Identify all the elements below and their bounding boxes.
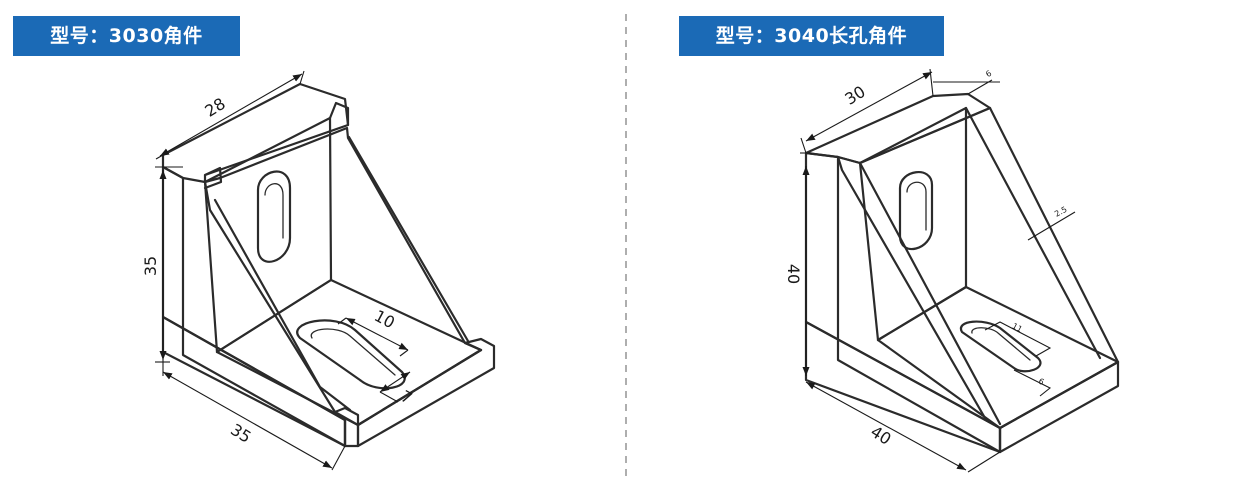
bracket-3040-drawing: 30 6 40 40 2.5 11 6 — [784, 68, 1120, 473]
title-badge-left: 型号：3030角件 — [13, 16, 240, 56]
vertical-slot — [898, 171, 934, 251]
right-lip-face — [998, 360, 1120, 454]
lower-lip-face — [333, 406, 360, 448]
vertical-slot — [256, 170, 292, 263]
vertical-slot-inner — [264, 183, 284, 239]
ext-line — [155, 154, 164, 160]
right-lip-face — [356, 337, 496, 448]
ext-line — [379, 391, 399, 403]
floor-slot-inner — [310, 328, 396, 376]
triangular-rib — [203, 126, 483, 427]
dim-label-bottom-length: 40 — [867, 422, 894, 449]
bracket-3030-drawing: 28 35 35 10 7 — [141, 70, 496, 471]
dim-label-slot-width: 6 — [1037, 377, 1046, 387]
dim-line-top-width — [159, 73, 303, 157]
top-plate-face — [161, 82, 350, 184]
back-vertical-face — [858, 106, 968, 342]
title-badge-right: 型号：3040长孔角件 — [679, 16, 944, 56]
dim-label-top-width: 30 — [841, 82, 868, 109]
ext-line — [337, 317, 347, 325]
ext-line — [299, 70, 305, 85]
rib-outer-edge — [964, 106, 1102, 360]
floor-slot — [959, 320, 1042, 373]
top-lip-notch — [203, 166, 223, 190]
ext-line — [331, 445, 346, 471]
dim-label-top-width: 28 — [201, 94, 228, 121]
ext-line — [967, 79, 993, 95]
dim-label-top-offset: 6 — [984, 69, 993, 79]
dim-line-slot-length — [984, 321, 1052, 357]
bottom-front-face — [804, 320, 1002, 454]
dim-line-slot-width — [1013, 369, 1052, 397]
rib-inner-edge — [858, 161, 1002, 426]
rib-outer-edge — [347, 135, 470, 343]
ext-line — [399, 349, 409, 357]
dim-line-slot-width — [379, 371, 411, 393]
ext-line — [967, 451, 1001, 473]
dim-line-top-width — [805, 71, 933, 142]
triangular-rib — [836, 106, 1120, 430]
dim-label-bottom-length: 35 — [227, 420, 254, 447]
top-plate-face — [804, 92, 992, 165]
ext-line — [929, 68, 934, 97]
ext-line — [800, 137, 807, 154]
top-right-notch — [328, 101, 350, 127]
dim-line-bottom-length — [162, 371, 333, 469]
dim-label-height: 40 — [784, 264, 803, 284]
dim-label-height: 35 — [141, 256, 160, 276]
floor-slot-inner — [971, 327, 1031, 361]
dim-line-slot-length — [345, 317, 409, 351]
dim-label-slot-length: 11 — [1011, 321, 1024, 334]
dim-line-bottom-length — [805, 381, 967, 471]
dim-label-slot-width: 7 — [398, 386, 416, 408]
vertical-slot-inner — [906, 181, 927, 231]
dim-line-rib-thickness — [1027, 211, 1076, 241]
